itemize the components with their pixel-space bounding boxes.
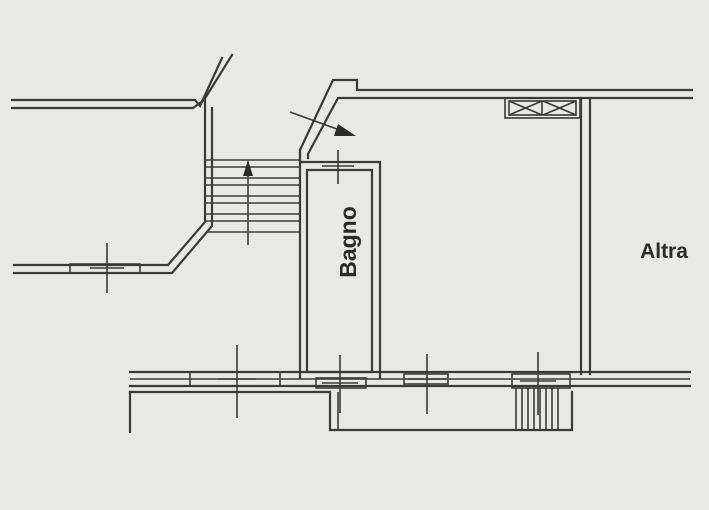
axis-marks	[90, 150, 556, 418]
stair-up-arrow	[243, 160, 253, 245]
room-label-other: Altra	[640, 240, 688, 263]
entry-arrow	[289, 111, 356, 136]
staircase	[206, 159, 300, 233]
bottom-windows	[189, 371, 571, 430]
room-label-bathroom: Bagno	[335, 206, 361, 278]
partition-wall	[579, 96, 592, 376]
left-window	[69, 263, 141, 274]
vent-box	[504, 97, 581, 119]
